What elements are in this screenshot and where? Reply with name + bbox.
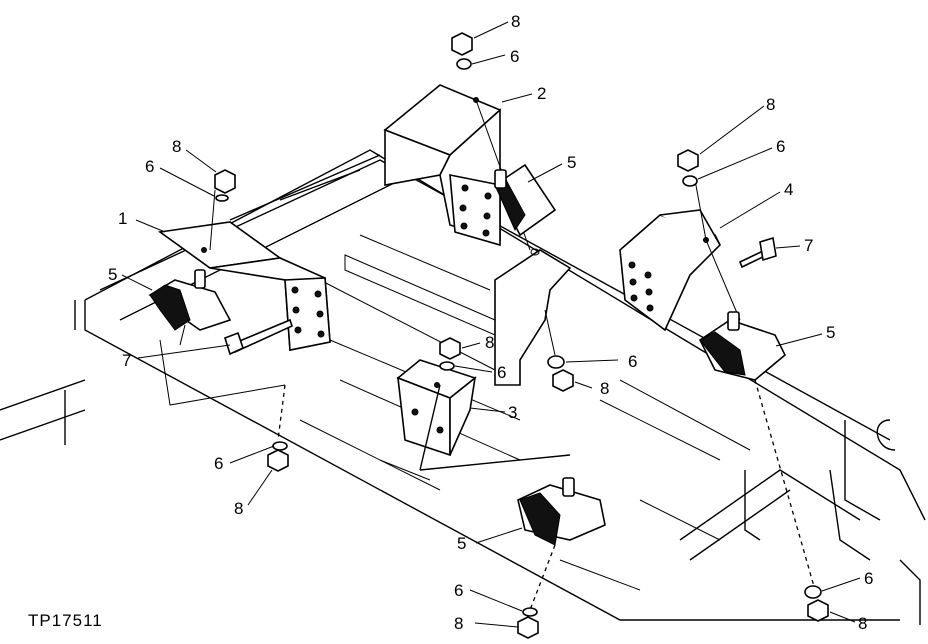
callout-8-bracket-3: 8 — [485, 333, 494, 352]
callout-5-right: 5 — [826, 323, 835, 342]
callout-8-center-post: 8 — [600, 379, 609, 398]
nut-center-post — [547, 355, 574, 392]
isolator-top — [493, 163, 557, 237]
callout-8-bracket-1: 8 — [172, 137, 181, 156]
bolt-left — [224, 318, 293, 356]
bolt-right — [738, 236, 777, 269]
center-post — [494, 248, 572, 386]
callout-6-bracket-2: 6 — [510, 47, 519, 66]
figure-reference: TP17511 — [28, 611, 103, 630]
callout-6-bracket-4: 6 — [776, 137, 785, 156]
nut-bracket-2 — [451, 32, 473, 70]
callout-6-bracket-3: 6 — [497, 363, 506, 382]
callout-5-bottom: 5 — [457, 534, 466, 553]
callout-3: 3 — [508, 403, 517, 422]
callout-5-left: 5 — [108, 265, 117, 284]
callout-7-right: 7 — [804, 236, 813, 255]
bracket-4 — [619, 179, 741, 332]
callout-8-bracket-2: 8 — [511, 12, 520, 31]
leader-lines — [121, 21, 861, 628]
isolator-left — [148, 269, 232, 346]
callout-6-center-post: 6 — [628, 352, 637, 371]
callout-6-right-lower: 6 — [864, 569, 873, 588]
callout-8-bottom: 8 — [454, 614, 463, 633]
callout-6-left-lower: 6 — [214, 454, 223, 473]
callout-6-bracket-1: 6 — [145, 157, 154, 176]
nut-bracket-4 — [677, 149, 699, 187]
nut-right-lower — [804, 585, 829, 622]
nut-bottom — [517, 607, 539, 639]
callout-1: 1 — [118, 209, 127, 228]
bracket-1 — [157, 189, 331, 351]
callout-8-left-lower: 8 — [234, 499, 243, 518]
bracket-3 — [396, 359, 571, 471]
callout-8-right-lower: 8 — [858, 614, 867, 633]
callout-8-bracket-4: 8 — [766, 95, 775, 114]
callout-2: 2 — [537, 84, 546, 103]
nut-bracket-1 — [214, 169, 236, 202]
isolator-right — [698, 311, 786, 381]
nut-bracket-3 — [439, 337, 461, 371]
callout-7-left: 7 — [122, 351, 131, 370]
isolator-bottom — [159, 309, 816, 611]
callout-6-bottom: 6 — [454, 581, 463, 600]
callout-labels: 1 2 3 4 5 5 5 5 6 6 6 6 6 6 6 6 7 7 8 8 … — [108, 12, 873, 633]
callout-5-top: 5 — [567, 153, 576, 172]
callout-4: 4 — [784, 180, 793, 199]
nut-left-lower — [267, 441, 289, 472]
bracket-2 — [383, 84, 531, 251]
